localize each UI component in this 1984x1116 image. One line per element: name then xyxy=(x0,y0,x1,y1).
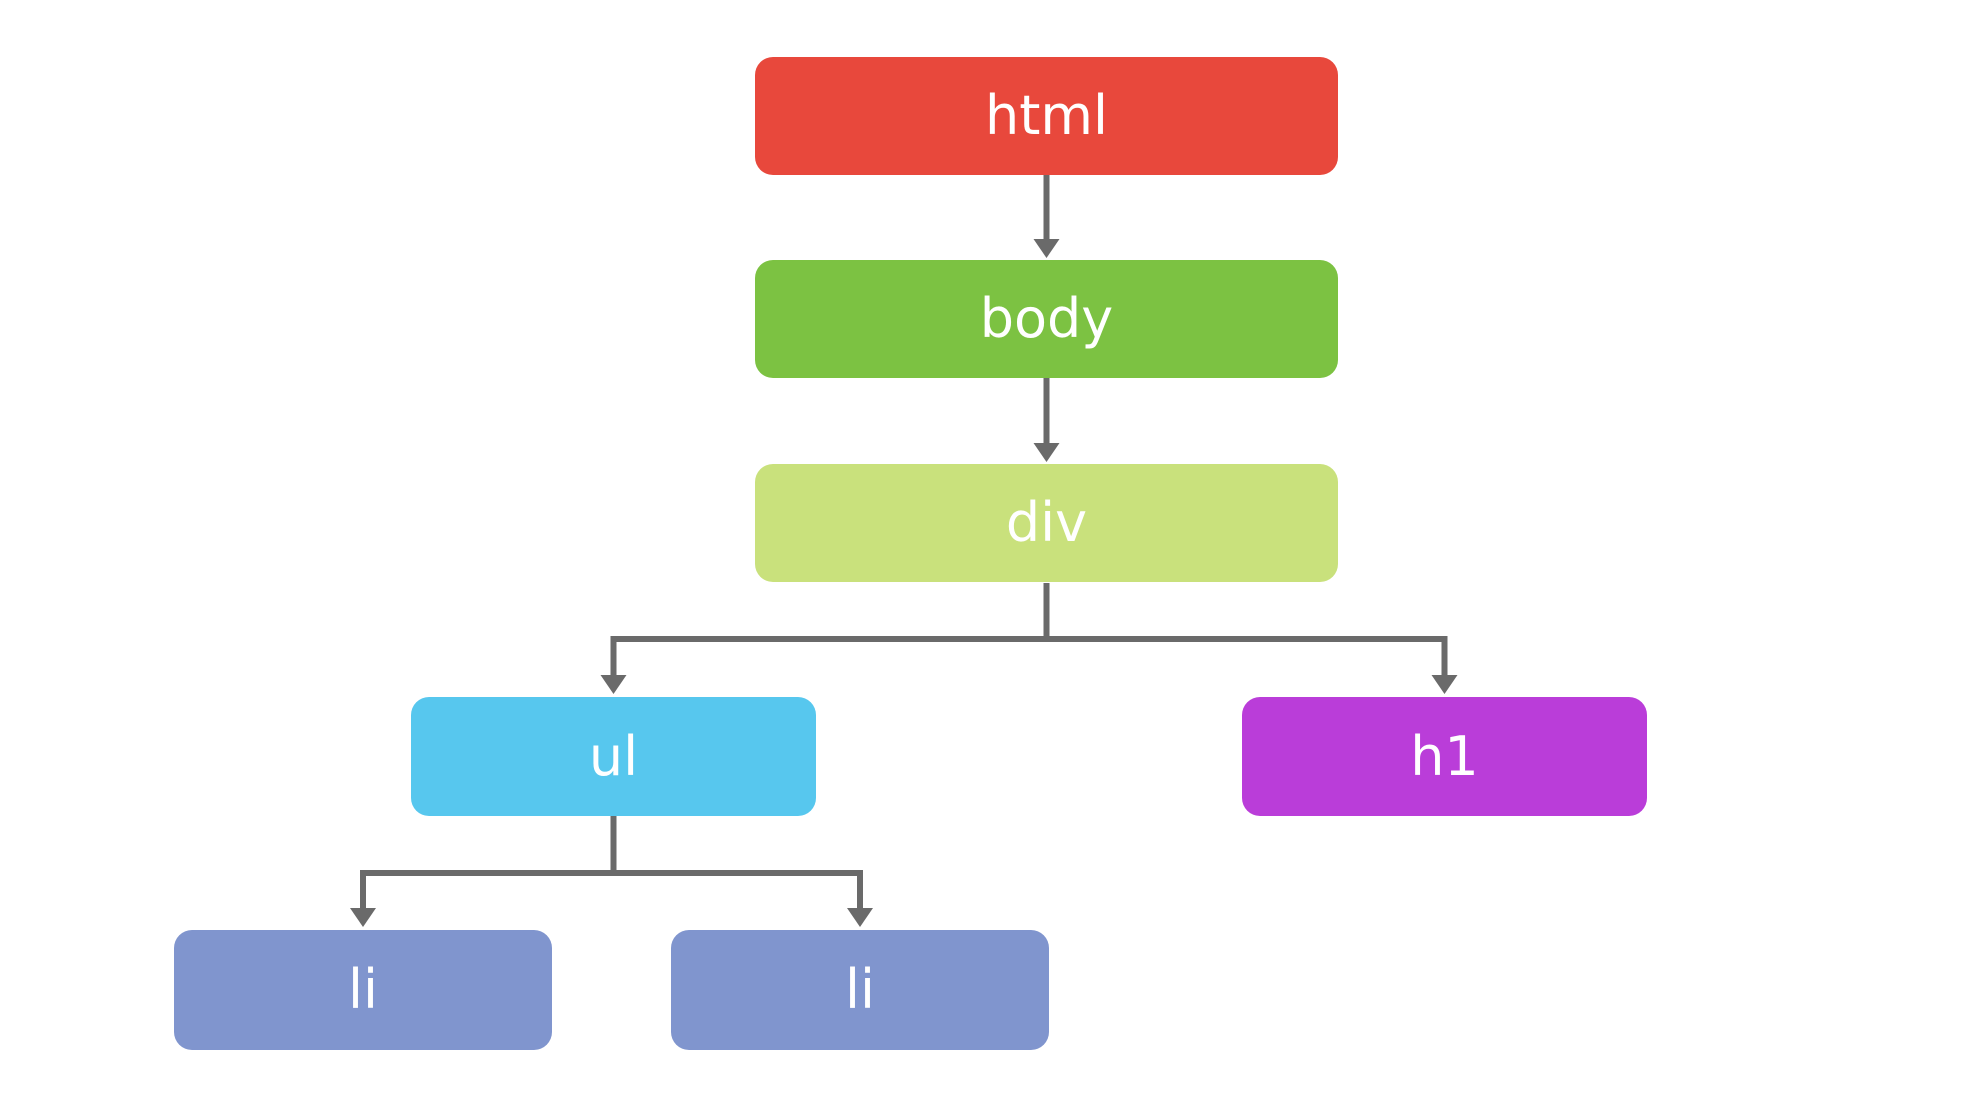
node-body: body xyxy=(755,260,1338,378)
node-ul: ul xyxy=(411,697,816,816)
node-li-1-label: li xyxy=(347,958,378,1021)
edge-body-div xyxy=(1033,377,1060,462)
edge-html-body xyxy=(1033,175,1060,258)
node-li-1: li xyxy=(174,930,552,1050)
edge-div-h1 xyxy=(1043,583,1458,694)
node-html: html xyxy=(755,57,1338,175)
arrowhead-icon xyxy=(1033,443,1060,462)
node-html-label: html xyxy=(984,84,1108,147)
edge-ul-li-1 xyxy=(350,816,617,927)
node-h1-label: h1 xyxy=(1410,724,1479,788)
edge-ul-li-2 xyxy=(610,816,873,927)
arrowhead-icon xyxy=(1033,239,1060,258)
node-li-2: li xyxy=(671,930,1049,1050)
arrowhead-icon xyxy=(600,675,627,694)
node-body-label: body xyxy=(979,287,1114,350)
arrowhead-icon xyxy=(847,908,873,927)
node-h1: h1 xyxy=(1242,697,1647,816)
node-div: div xyxy=(755,464,1338,582)
node-ul-label: ul xyxy=(588,724,639,788)
edge-div-ul xyxy=(600,583,1050,694)
arrowhead-icon xyxy=(1431,675,1458,694)
node-li-2-label: li xyxy=(844,958,875,1021)
arrowhead-icon xyxy=(350,908,376,927)
node-div-label: div xyxy=(1005,491,1088,554)
